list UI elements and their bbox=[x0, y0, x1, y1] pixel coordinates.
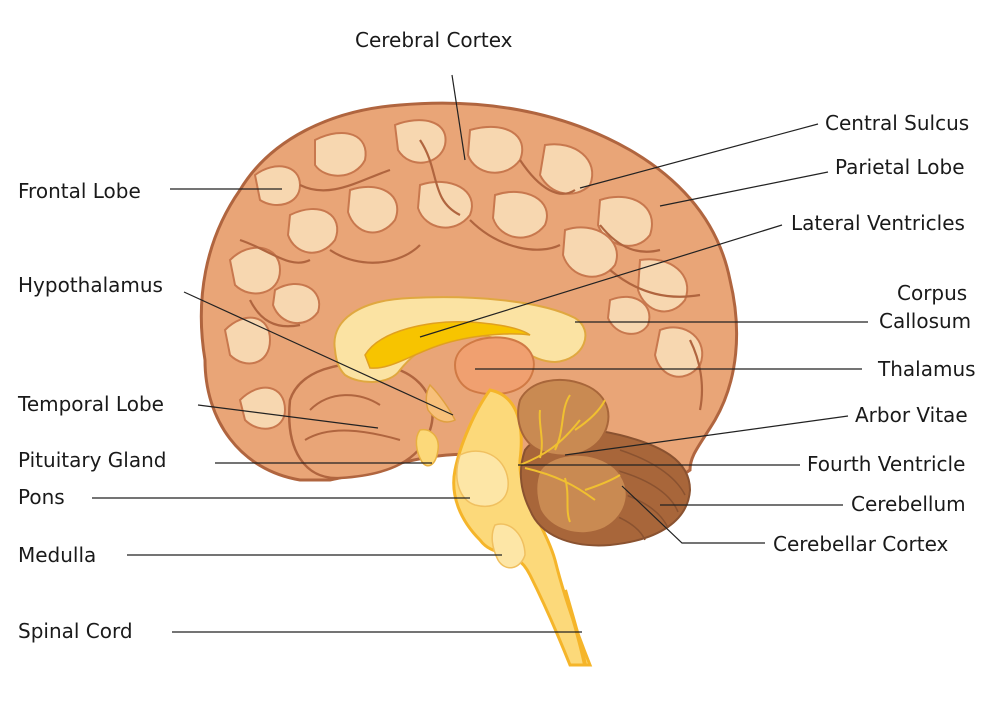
gyri-pattern bbox=[223, 119, 704, 430]
temporal-gyri bbox=[304, 394, 401, 441]
pons bbox=[456, 450, 509, 507]
label-pons: Pons bbox=[18, 485, 65, 509]
label-spinal-cord: Spinal Cord bbox=[18, 619, 133, 643]
label-medulla: Medulla bbox=[18, 543, 96, 567]
cerebellum bbox=[517, 379, 692, 547]
lateral-ventricle bbox=[364, 321, 531, 369]
label-pituitary-gland: Pituitary Gland bbox=[18, 448, 166, 472]
label-callosum: Callosum bbox=[879, 309, 971, 333]
label-lateral-ventricles: Lateral Ventricles bbox=[791, 211, 965, 235]
label-central-sulcus: Central Sulcus bbox=[825, 111, 969, 135]
sulci-lines bbox=[239, 139, 704, 411]
label-corpus: Corpus bbox=[897, 281, 967, 305]
label-arbor-vitae: Arbor Vitae bbox=[855, 403, 968, 427]
label-cerebellar-cortex: Cerebellar Cortex bbox=[773, 532, 949, 556]
label-thalamus: Thalamus bbox=[877, 357, 976, 381]
label-cerebellum: Cerebellum bbox=[851, 492, 966, 516]
medulla bbox=[491, 523, 526, 569]
thalamus bbox=[453, 336, 535, 396]
label-fourth-ventricle: Fourth Ventricle bbox=[807, 452, 965, 476]
label-cerebral-cortex: Cerebral Cortex bbox=[355, 28, 513, 52]
leader-lines bbox=[92, 74, 868, 633]
label-parietal-lobe: Parietal Lobe bbox=[835, 155, 965, 179]
labels: Cerebral Cortex Central Sulcus Parietal … bbox=[17, 28, 976, 643]
label-temporal-lobe: Temporal Lobe bbox=[17, 392, 164, 416]
arbor-vitae-branches bbox=[519, 394, 621, 523]
label-hypothalamus: Hypothalamus bbox=[18, 273, 163, 297]
arbor-vitae-lobe-bottom bbox=[535, 453, 628, 535]
label-frontal-lobe: Frontal Lobe bbox=[18, 179, 141, 203]
spinal-cord bbox=[563, 589, 587, 666]
pituitary-gland bbox=[415, 428, 439, 467]
